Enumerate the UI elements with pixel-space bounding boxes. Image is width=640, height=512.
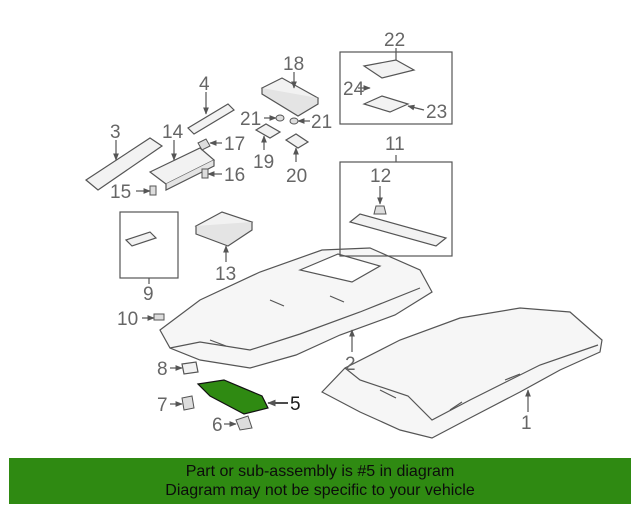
callout-18: 18 xyxy=(283,54,304,75)
callout-9: 9 xyxy=(143,284,154,305)
callout-22: 22 xyxy=(384,30,405,51)
trim-3 xyxy=(84,137,164,191)
box-9 xyxy=(119,211,179,279)
callout-11: 11 xyxy=(385,134,405,155)
callout-24: 24 xyxy=(343,79,365,100)
banner-line-2: Diagram may not be specific to your vehi… xyxy=(165,482,475,499)
callout-20: 20 xyxy=(286,166,307,187)
console-14 xyxy=(148,147,216,191)
callout-5: 5 xyxy=(290,394,301,415)
callout-23: 23 xyxy=(426,102,447,123)
sun-visor-5 xyxy=(196,379,269,415)
headliner-front xyxy=(159,247,433,369)
callout-15: 15 xyxy=(110,182,131,203)
clip-17 xyxy=(197,138,211,151)
callout-10: 10 xyxy=(117,309,138,330)
holder-8 xyxy=(181,361,199,375)
callout-labels: 1 2 3 4 5 6 7 8 9 10 11 12 13 14 15 16 1… xyxy=(110,30,532,436)
headliner-rear xyxy=(321,307,603,439)
clip-7 xyxy=(181,395,195,411)
parts-diagram: 1 2 3 4 5 6 7 8 9 10 11 12 13 14 15 16 1… xyxy=(84,30,603,439)
sunshade-11 xyxy=(348,213,448,247)
callout-16: 16 xyxy=(224,165,245,186)
clip-10 xyxy=(153,313,165,321)
lens-23 xyxy=(362,95,410,113)
trim-4 xyxy=(187,103,235,135)
bulb-21b xyxy=(289,117,299,125)
callout-1: 1 xyxy=(521,413,532,434)
callout-3: 3 xyxy=(110,122,121,143)
callout-17: 17 xyxy=(224,134,245,155)
callout-21a: 21 xyxy=(240,109,261,130)
hook-9 xyxy=(124,231,158,247)
leader-23 xyxy=(407,104,425,111)
clip-12 xyxy=(373,205,387,215)
fastener-16 xyxy=(201,168,209,179)
callout-12: 12 xyxy=(370,166,391,187)
clip-6 xyxy=(235,415,253,431)
info-banner: Part or sub-assembly is #5 in diagram Di… xyxy=(9,458,631,504)
callout-8: 8 xyxy=(157,359,168,380)
bulb-21a xyxy=(275,114,285,122)
lens-20 xyxy=(284,133,310,149)
callout-19: 19 xyxy=(253,152,274,173)
callout-21b: 21 xyxy=(311,112,332,133)
callout-2: 2 xyxy=(345,354,356,375)
callout-13: 13 xyxy=(215,264,236,285)
console-13 xyxy=(194,211,254,247)
callout-6: 6 xyxy=(212,415,223,436)
banner-line-1: Part or sub-assembly is #5 in diagram xyxy=(185,463,455,480)
light-unit-22 xyxy=(362,59,416,79)
callout-4: 4 xyxy=(199,74,210,95)
callout-7: 7 xyxy=(157,395,168,416)
fastener-15 xyxy=(149,185,157,196)
callout-14: 14 xyxy=(162,122,184,143)
map-light-18 xyxy=(260,77,320,117)
